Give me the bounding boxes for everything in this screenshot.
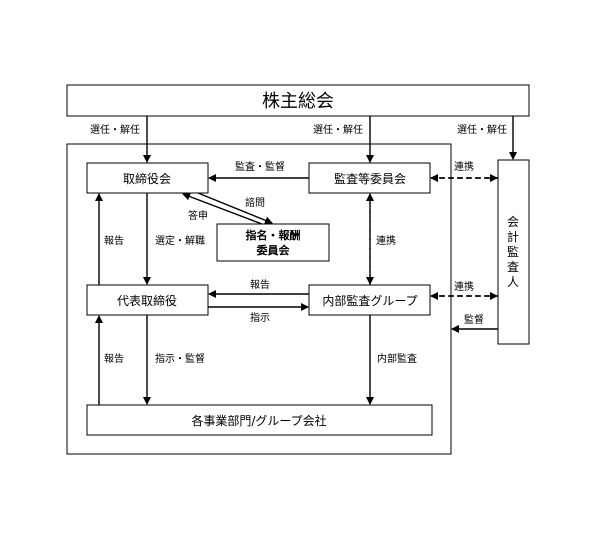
link-internal-right-label: 連携 (454, 280, 474, 293)
internal-audit-div-label: 内部監査 (377, 352, 417, 365)
appoint-label: 選定・解職 (155, 234, 205, 247)
auditor-char-3: 監 (507, 244, 519, 259)
elect-label-left: 選任・解任 (90, 123, 140, 136)
report-rep-label: 報告 (250, 278, 270, 291)
audit-supervise-label: 監査・監督 (235, 160, 285, 173)
divisions-box (86, 404, 433, 436)
nomination-label-line1: 指名・報酬 (246, 228, 301, 242)
divisions-label: 各事業部門/グループ会社 (191, 413, 326, 428)
representative-label: 代表取締役 (117, 293, 177, 308)
consult-label: 諮問 (245, 196, 265, 209)
board-label: 取締役会 (123, 171, 171, 186)
auditor-supervise-label: 監督 (464, 313, 484, 326)
auditor-char-4: 査 (507, 260, 519, 274)
internal-audit-label: 内部監査グループ (322, 293, 417, 308)
audit-committee-label: 監査等委員会 (334, 171, 406, 186)
auditor-char-1: 会 (507, 215, 519, 229)
report-board-label: 報告 (104, 234, 124, 247)
instruct-supervise-label: 指示・監督 (155, 352, 205, 365)
accounting-auditor-box (497, 159, 530, 345)
respond-arrow (182, 192, 263, 225)
auditor-char-2: 計 (507, 229, 519, 244)
shareholders-label: 株主総会 (262, 91, 334, 112)
board-box (86, 162, 209, 194)
shareholders-box (66, 84, 530, 117)
report-div-label: 報告 (104, 352, 124, 365)
elect-label-mid: 選任・解任 (313, 123, 363, 136)
nomination-committee-box (216, 223, 330, 262)
company-frame (66, 143, 452, 455)
respond-label: 答申 (188, 209, 208, 222)
internal-audit-box (308, 284, 431, 316)
instruct-label: 指示 (250, 311, 270, 324)
consult-arrow (197, 192, 273, 225)
link-audit-label: 連携 (454, 160, 474, 173)
elect-label-right: 選任・解任 (457, 123, 507, 136)
auditor-char-5: 人 (507, 275, 519, 289)
link-internal-vertical-label: 連携 (376, 234, 396, 247)
nomination-label-line2: 委員会 (256, 243, 291, 257)
